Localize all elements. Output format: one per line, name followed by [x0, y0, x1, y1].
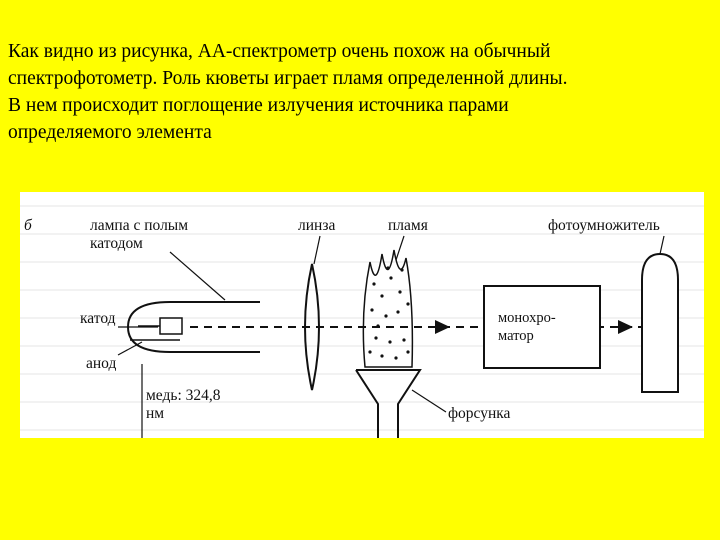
mono-label-line1: монохро-	[498, 310, 556, 326]
text-line-4: определяемого элемента	[8, 122, 212, 143]
schematic-svg: б катод анод лампа с полым катодом медь:…	[20, 205, 704, 438]
flame-shape	[362, 249, 414, 368]
monochromator-box	[483, 285, 601, 369]
arrow-to-pmt	[618, 320, 633, 334]
burner-shape	[355, 369, 422, 438]
lamp-label-line2: катодом	[90, 235, 143, 252]
lens-label: линза	[298, 217, 335, 234]
aas-schematic-figure: б катод анод лампа с полым катодом медь:…	[20, 192, 704, 438]
lamp-label-line1: лампа с полым	[90, 217, 188, 234]
slide-body-text: Как видно из рисунка, АА-спектрометр оче…	[8, 38, 714, 146]
mono-label-line2: матор	[498, 328, 534, 344]
panel-letter: б	[24, 217, 33, 234]
cathode-label: катод	[80, 310, 116, 327]
text-line-3: В нем происходит поглощение излучения ис…	[8, 95, 509, 116]
lens-shape	[304, 263, 320, 391]
flame-label: пламя	[388, 217, 428, 234]
atomizer-label: форсунка	[448, 405, 511, 422]
photomultiplier-shape	[641, 252, 679, 393]
anode-label: анод	[86, 355, 116, 372]
text-line-2: спектрофотометр. Роль кюветы играет плам…	[8, 68, 568, 89]
pmt-label: фотоумножитель	[548, 217, 660, 234]
copper-wavelength-line2: нм	[146, 405, 164, 422]
copper-wavelength-line1: медь: 324,8	[146, 387, 221, 404]
text-line-1: Как видно из рисунка, АА-спектрометр оче…	[8, 41, 551, 62]
arrow-to-mono	[435, 320, 450, 334]
